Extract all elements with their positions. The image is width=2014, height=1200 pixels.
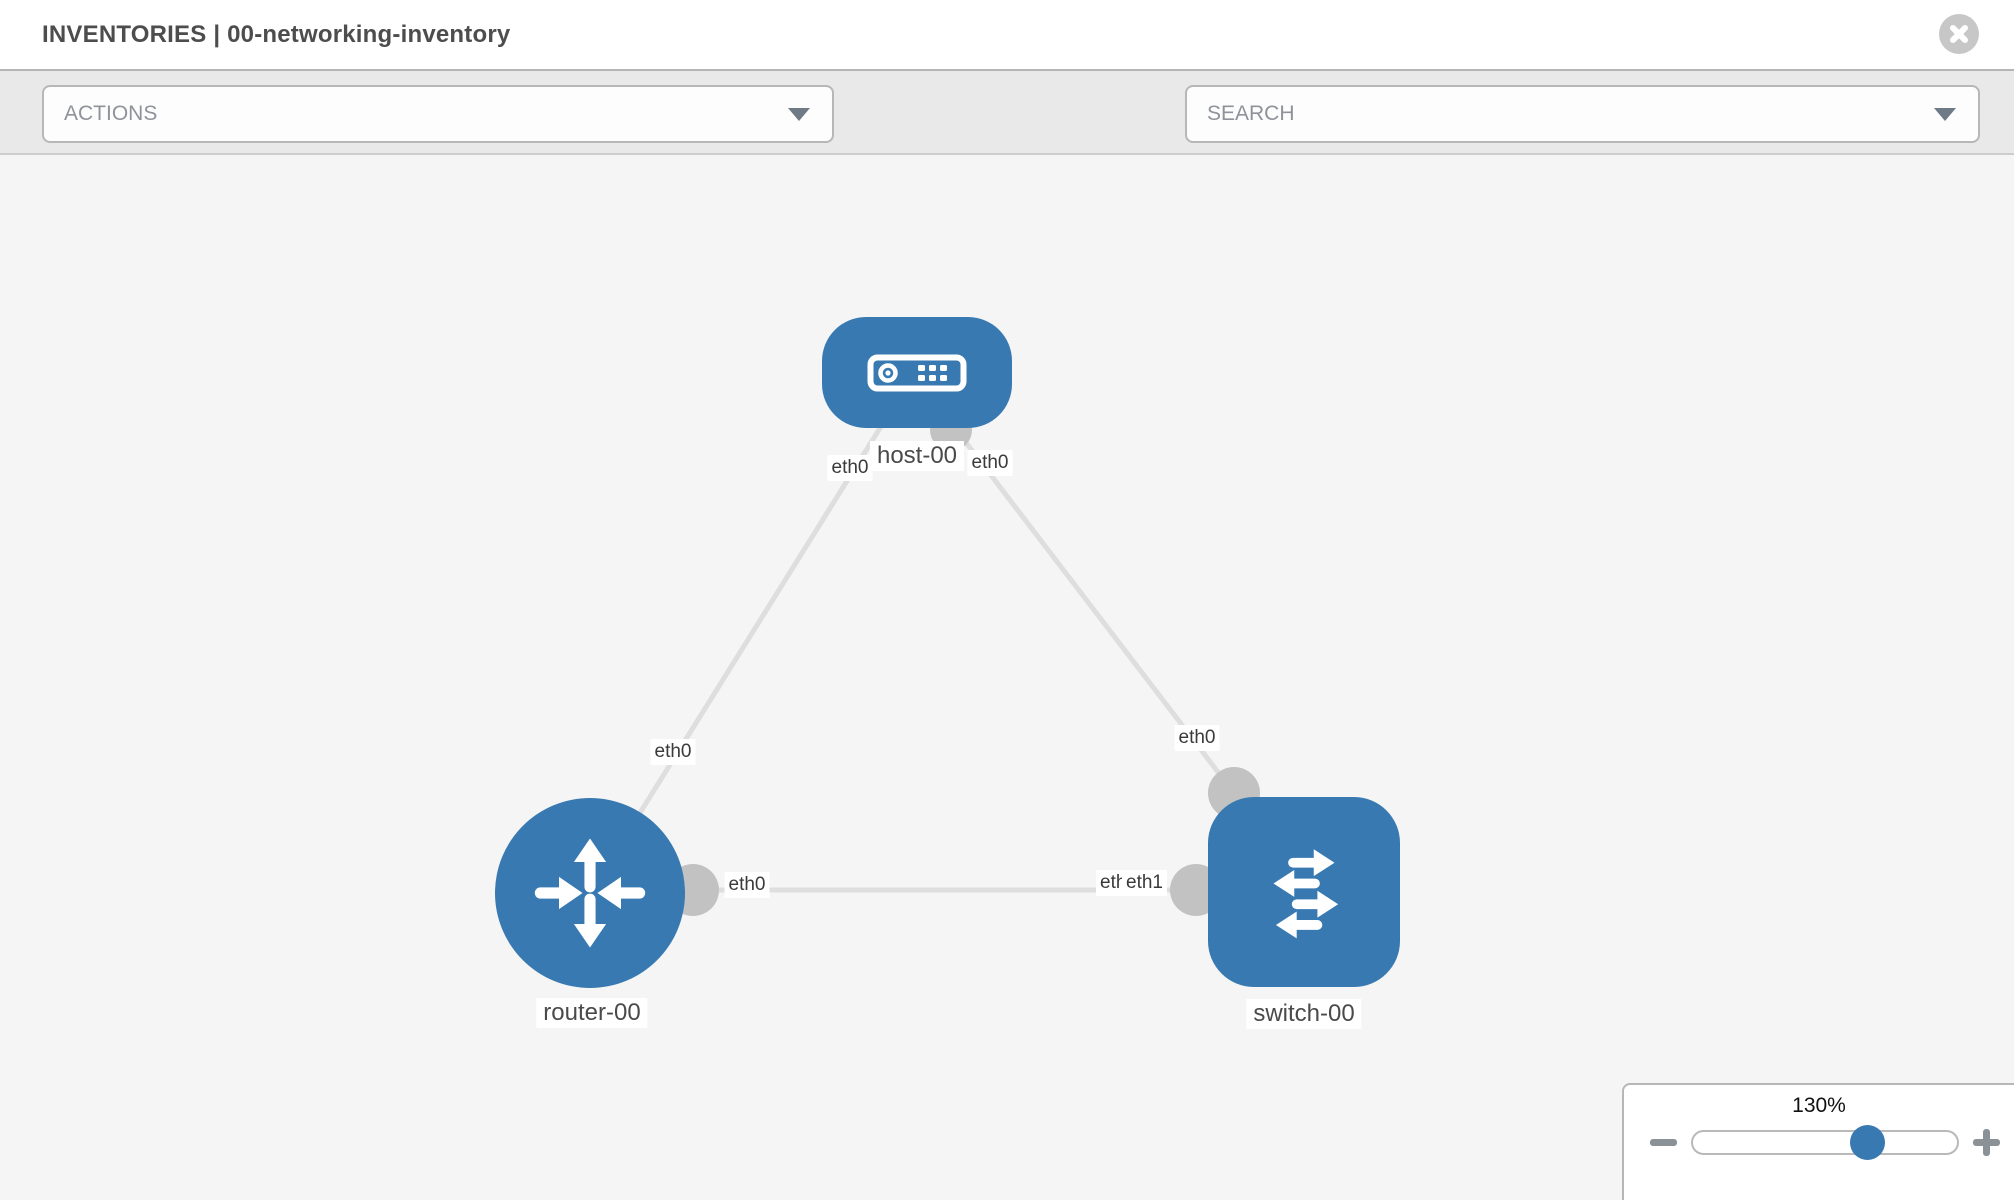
zoom-slider-track[interactable] (1691, 1130, 1959, 1155)
interface-label: eth0 (1174, 725, 1220, 751)
plus-icon-bar (1983, 1129, 1990, 1156)
node-switch-00[interactable] (1208, 797, 1400, 987)
search-dropdown[interactable]: SEARCH (1185, 85, 1980, 143)
zoom-panel: 130% (1622, 1083, 2014, 1200)
zoom-out-icon[interactable] (1650, 1139, 1677, 1146)
router-icon (534, 838, 646, 948)
interface-label: eth0 (967, 450, 1013, 476)
topology-canvas[interactable]: host-00 router-00 switch-00 eth0 eth0 et… (0, 155, 2014, 1200)
zoom-level: 130% (1792, 1094, 1846, 1117)
node-label-host-00: host-00 (869, 441, 965, 471)
zoom-in-icon[interactable] (1973, 1129, 2000, 1156)
interface-label: eth0 (724, 872, 770, 898)
interface-label: eth1 (1122, 870, 1167, 896)
links-layer (587, 418, 1236, 895)
node-label-router-00: router-00 (536, 998, 648, 1028)
zoom-slider-handle[interactable] (1850, 1125, 1885, 1160)
node-router-00[interactable] (495, 798, 685, 988)
title-bar: INVENTORIES | 00-networking-inventory (0, 0, 2014, 71)
switch-icon (1273, 849, 1339, 939)
page-title: INVENTORIES | 00-networking-inventory (42, 20, 511, 48)
interface-label: eth0 (827, 455, 873, 481)
node-host-00[interactable] (822, 317, 1012, 428)
close-button[interactable] (1939, 14, 1979, 54)
actions-dropdown-label: ACTIONS (64, 102, 158, 125)
interface-label: eth0 (650, 739, 696, 765)
chevron-down-icon (1934, 108, 1956, 121)
toolbar: ACTIONS SEARCH (0, 71, 2014, 205)
actions-dropdown[interactable]: ACTIONS (42, 85, 834, 143)
chevron-down-icon (788, 108, 810, 121)
search-dropdown-label: SEARCH (1207, 102, 1295, 125)
close-icon (1950, 25, 1968, 43)
node-label-switch-00: switch-00 (1246, 999, 1362, 1029)
host-icon (867, 354, 967, 391)
